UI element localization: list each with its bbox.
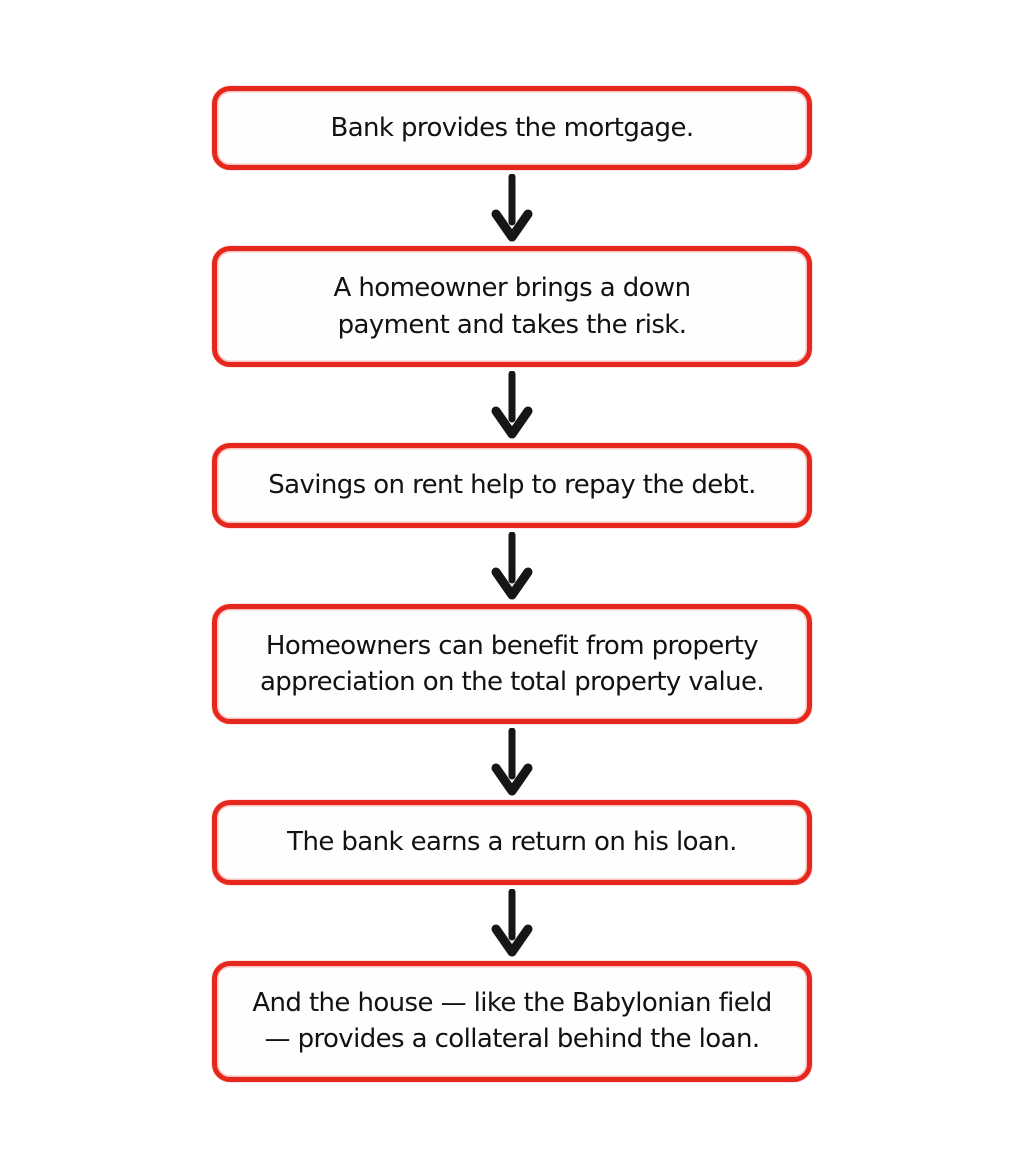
down-arrow-icon (489, 370, 535, 440)
down-arrow-icon (489, 727, 535, 797)
flow-box-text: The bank earns a return on his loan. (287, 827, 737, 858)
flow-box-text: appreciation on the total property value… (259, 666, 765, 697)
flow-box-6: And the house — like the Babylonian fiel… (212, 960, 812, 1082)
down-arrow-icon (489, 888, 535, 958)
flow-box-3: Savings on rent help to repay the debt. (212, 443, 812, 528)
flow-box-text: Savings on rent help to repay the debt. (268, 470, 756, 501)
flow-box-5: The bank earns a return on his loan. (212, 800, 812, 885)
flow-box-2: A homeowner brings a down payment and tak… (212, 246, 812, 368)
flow-box-text: — provides a collateral behind the loan. (264, 1024, 761, 1055)
flowchart: Bank provides the mortgage. A homeowner b… (212, 86, 812, 1082)
flow-box-text: And the house — like the Babylonian fiel… (252, 987, 772, 1018)
down-arrow-icon (489, 531, 535, 601)
down-arrow-icon (489, 173, 535, 243)
flow-box-text: Bank provides the mortgage. (330, 113, 694, 143)
flow-box-text: A homeowner brings a down (333, 273, 692, 304)
flow-box-4: Homeowners can benefit from property appr… (212, 603, 812, 725)
flow-box-text: Homeowners can benefit from property (265, 630, 759, 661)
flow-box-text: payment and takes the risk. (337, 309, 687, 340)
flow-box-1: Bank provides the mortgage. (212, 86, 812, 171)
